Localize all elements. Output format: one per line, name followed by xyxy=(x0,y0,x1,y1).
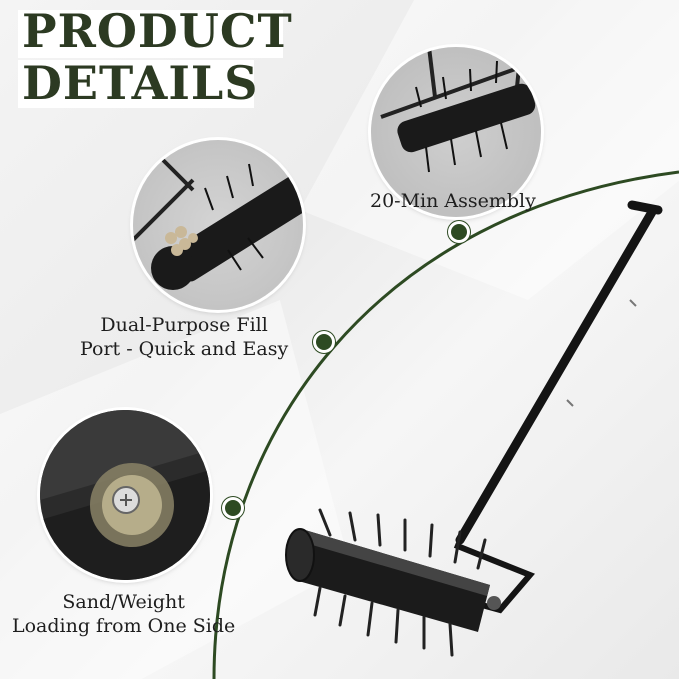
feature-marker-dot xyxy=(225,500,241,516)
side-loading-caption-line-1: Sand/Weight xyxy=(62,591,185,613)
fill-port-caption-line-2: Port - Quick and Easy xyxy=(80,338,289,360)
feature-marker-dot xyxy=(316,334,332,350)
assembly-caption: 20-Min Assembly xyxy=(370,190,536,212)
assembly-detail-image xyxy=(371,47,541,217)
fill-port-closeup-icon xyxy=(133,148,303,290)
fill-port-caption-line-1: Dual-Purpose Fill xyxy=(100,314,268,336)
side-loading-detail-image xyxy=(40,410,210,580)
fill-port-caption: Dual-Purpose Fill Port - Quick and Easy xyxy=(80,313,288,361)
title-line-2: DETAILS xyxy=(22,56,259,110)
title-highlight xyxy=(18,10,283,58)
side-loading-caption-line-2: Loading from One Side xyxy=(12,615,236,637)
end-cap-closeup-icon xyxy=(40,410,210,580)
title-line-1: PRODUCT xyxy=(22,4,293,58)
fill-port-detail-image xyxy=(133,140,303,310)
side-loading-caption: Sand/Weight Loading from One Side xyxy=(12,590,235,638)
feature-marker-dot xyxy=(451,224,467,240)
page-title: PRODUCT DETAILS xyxy=(22,8,293,106)
title-highlight xyxy=(18,60,254,108)
